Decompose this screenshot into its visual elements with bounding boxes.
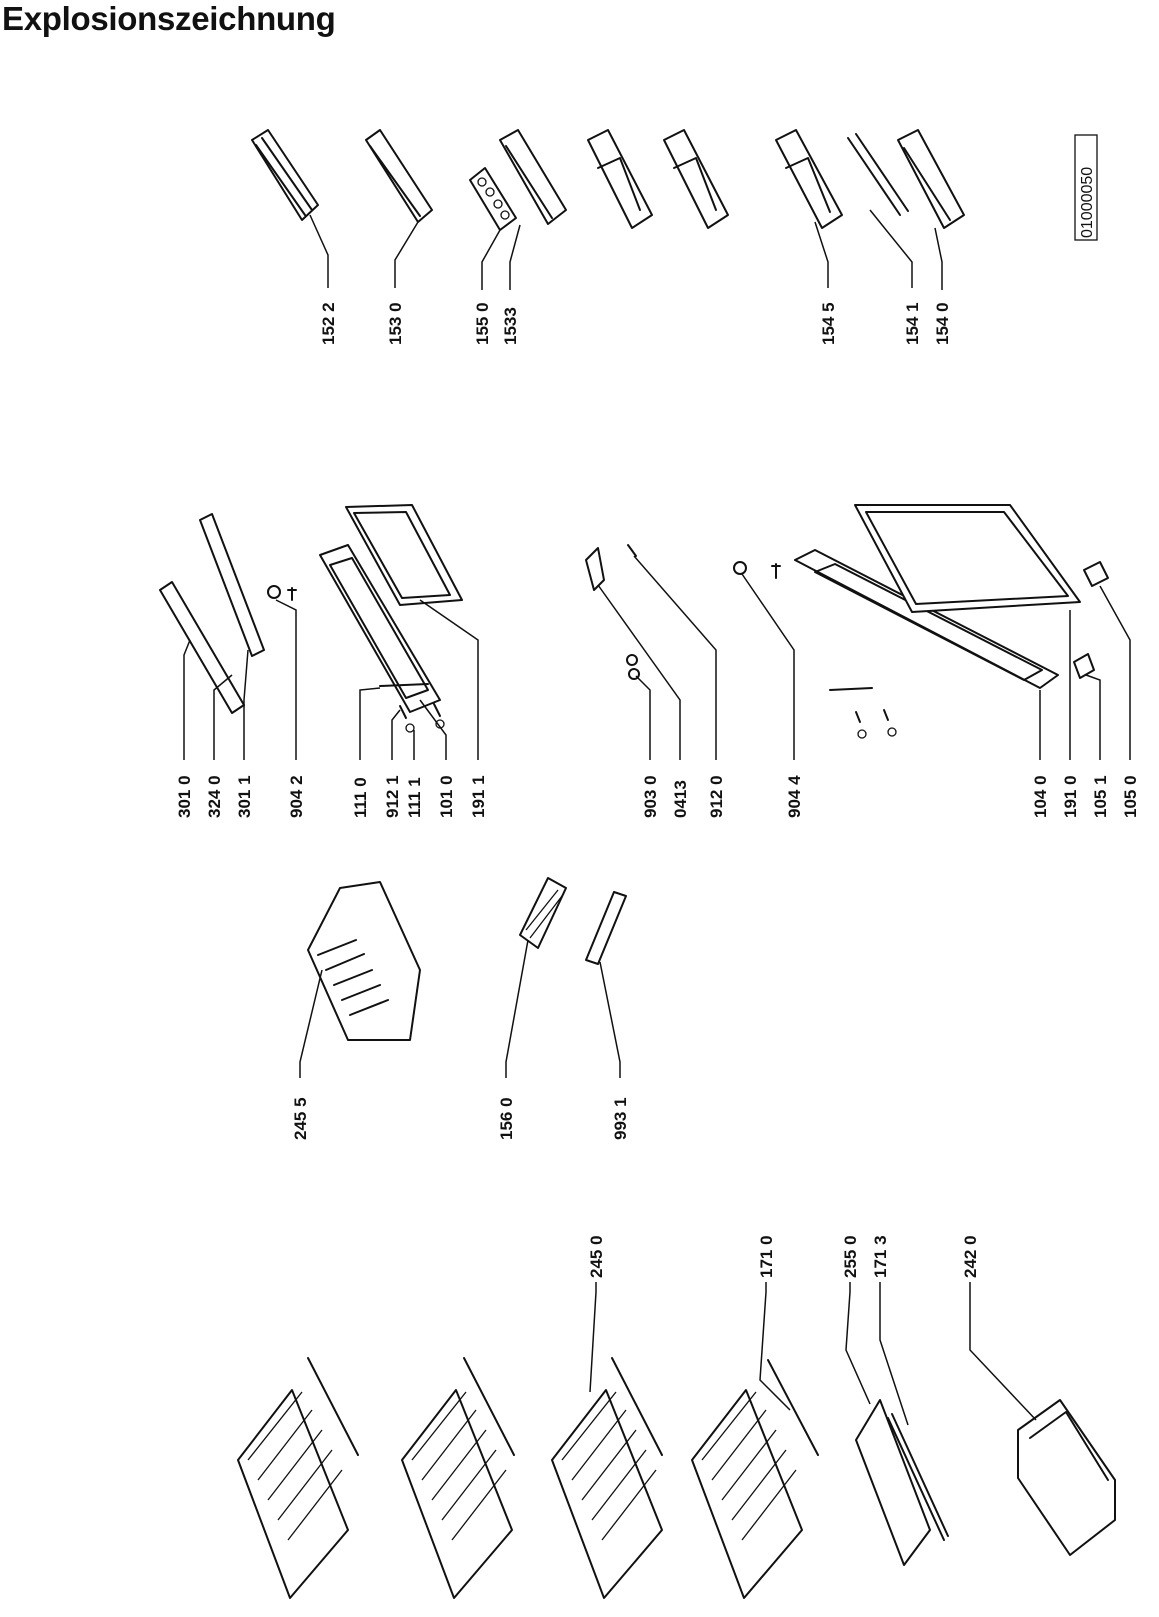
bottle-retainer-1541: [847, 133, 909, 216]
hinge-9030: [626, 654, 640, 680]
freezer-basket-2455: [307, 881, 421, 1041]
label-2455: 245 5: [291, 1097, 310, 1140]
wire-shelf-2450: [551, 1357, 663, 1599]
glass-shelf-2550: [855, 1399, 931, 1566]
door-trim-3011: [199, 513, 265, 657]
door-bin-1530: [365, 129, 433, 223]
label-3011: 301 1: [235, 775, 254, 818]
door-bin-1522: [251, 129, 319, 221]
label-1545: 154 5: [819, 302, 838, 345]
label-2450: 245 0: [587, 1235, 606, 1278]
label-1710: 171 0: [757, 1235, 776, 1278]
leader-lines: [183, 209, 1131, 1426]
hinge-bracket-0413: [585, 547, 605, 591]
wire-shelf-4: [691, 1359, 819, 1599]
fridge-door-gasket-1910: [854, 504, 1081, 613]
label-9121: 912 1: [383, 775, 402, 818]
drawing-number-box: 01000050: [1074, 134, 1098, 241]
wire-shelf-2: [401, 1357, 515, 1599]
handle-1110: [379, 683, 429, 687]
label-1911: 191 1: [469, 775, 488, 818]
label-1040: 104 0: [1031, 775, 1050, 818]
ice-tray-1560: [519, 877, 567, 949]
handle-lower: [829, 687, 897, 739]
hinge-pin-9042: [267, 585, 297, 601]
label-1050: 105 0: [1121, 775, 1140, 818]
hinge-cap-9044: [733, 561, 781, 579]
label-1110: 111 0: [351, 777, 370, 818]
label-9042: 904 2: [287, 775, 306, 818]
label-1010: 101 0: [437, 775, 456, 818]
label-1550: 155 0: [473, 302, 492, 345]
label-1530: 153 0: [386, 302, 405, 345]
label-9030: 903 0: [641, 775, 660, 818]
label-1713: 171 3: [871, 1235, 890, 1278]
label-9120: 912 0: [707, 775, 726, 818]
label-2420: 242 0: [961, 1235, 980, 1278]
door-bin-1540: [897, 129, 965, 229]
freezer-door-gasket-1911: [345, 504, 463, 606]
door-bin-1533: [499, 129, 567, 225]
part-labels: 152 2 153 0 155 0 1533 154 5 154 1 154 0…: [175, 302, 1140, 1278]
label-9044: 904 4: [785, 775, 804, 818]
hinge-1050: [1083, 561, 1109, 587]
door-bin-large-b: [663, 129, 729, 229]
label-3240: 324 0: [205, 775, 224, 818]
label-1533: 1533: [501, 307, 520, 345]
label-9931: 993 1: [611, 1097, 630, 1140]
egg-tray-1550: [469, 167, 517, 231]
door-bin-large-a: [587, 129, 653, 229]
freezer-door-1010: [319, 544, 441, 713]
label-1111: 111 1: [405, 777, 424, 818]
label-2550: 255 0: [841, 1235, 860, 1278]
shelf-trim-1713: [887, 1413, 949, 1541]
label-1540: 154 0: [933, 302, 952, 345]
label-0413: 0413: [671, 780, 690, 818]
label-1541: 154 1: [903, 302, 922, 345]
drawing-number: 01000050: [1079, 167, 1096, 238]
wire-shelf-1: [237, 1357, 359, 1599]
label-1051: 105 1: [1091, 775, 1110, 818]
hinge-pin-9120: [627, 544, 637, 557]
crisper-drawer-2420: [1017, 1399, 1116, 1556]
ice-scraper-9931: [585, 891, 627, 965]
label-1910: 191 0: [1061, 775, 1080, 818]
hinge-1051: [1073, 653, 1095, 679]
fridge-door-1040: [794, 549, 1059, 689]
label-1560: 156 0: [497, 1097, 516, 1140]
page-title: Explosionszeichnung: [2, 0, 336, 37]
label-1522: 152 2: [319, 302, 338, 345]
label-3010: 301 0: [175, 775, 194, 818]
door-bin-1545: [775, 129, 843, 229]
